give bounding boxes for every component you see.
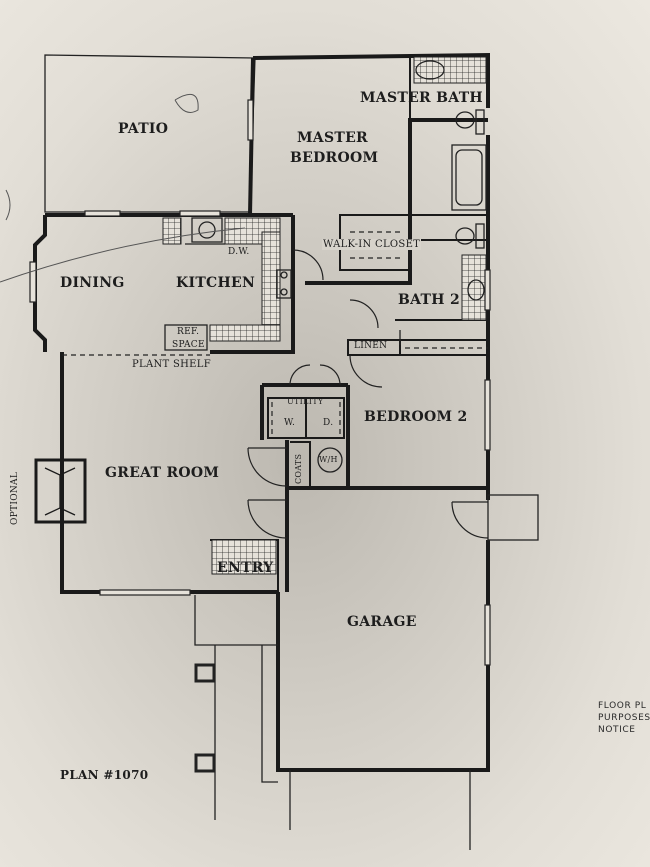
margin-note-line1: FLOOR PL (598, 701, 647, 711)
tile-areas (162, 56, 487, 575)
dashed-lines (62, 231, 488, 436)
fixtures (164, 60, 487, 473)
margin-note: FLOOR PL PURPOSES NOTICE (598, 700, 650, 736)
room-label-bath-2: BATH 2 (398, 292, 460, 308)
label-water-heater: W/H (319, 455, 338, 464)
fireplace (34, 458, 87, 524)
room-label-walk-in-closet: WALK-IN CLOSET (322, 239, 422, 250)
label-dishwasher: D.W. (228, 247, 250, 257)
label-coats: COATS (294, 453, 303, 484)
label-linen: LINEN (354, 341, 388, 351)
room-label-master-bedroom-line1: MASTER (297, 130, 368, 146)
label-utility: UTILITY (287, 397, 324, 406)
room-label-master-bedroom-line2: BEDROOM (290, 150, 379, 166)
label-optional: OPTIONAL (10, 471, 20, 525)
label-ref-space-line2: SPACE (172, 340, 205, 350)
room-label-entry: ENTRY (217, 560, 274, 576)
label-plant-shelf: PLANT SHELF (132, 359, 211, 370)
room-label-patio: PATIO (118, 121, 169, 137)
room-label-bedroom-2: BEDROOM 2 (364, 409, 468, 425)
interior-walls (210, 55, 489, 592)
room-label-kitchen: KITCHEN (176, 275, 256, 291)
label-ref-space-line1: REF. (177, 327, 200, 337)
windows (29, 99, 491, 666)
room-label-garage: GARAGE (347, 614, 417, 630)
label-washer: W. (284, 418, 296, 428)
door-swings (247, 249, 489, 539)
outside-walk (194, 494, 539, 850)
room-label-dining: DINING (60, 275, 125, 291)
pencil-marks (0, 93, 246, 283)
plan-number-label: PLAN #1070 (60, 768, 149, 782)
margin-note-line3: NOTICE (598, 725, 636, 735)
room-label-great-room: GREAT ROOM (105, 465, 220, 481)
label-dryer: D. (323, 418, 334, 428)
room-label-master-bath: MASTER BATH (360, 90, 483, 106)
margin-note-line2: PURPOSES (598, 713, 650, 723)
